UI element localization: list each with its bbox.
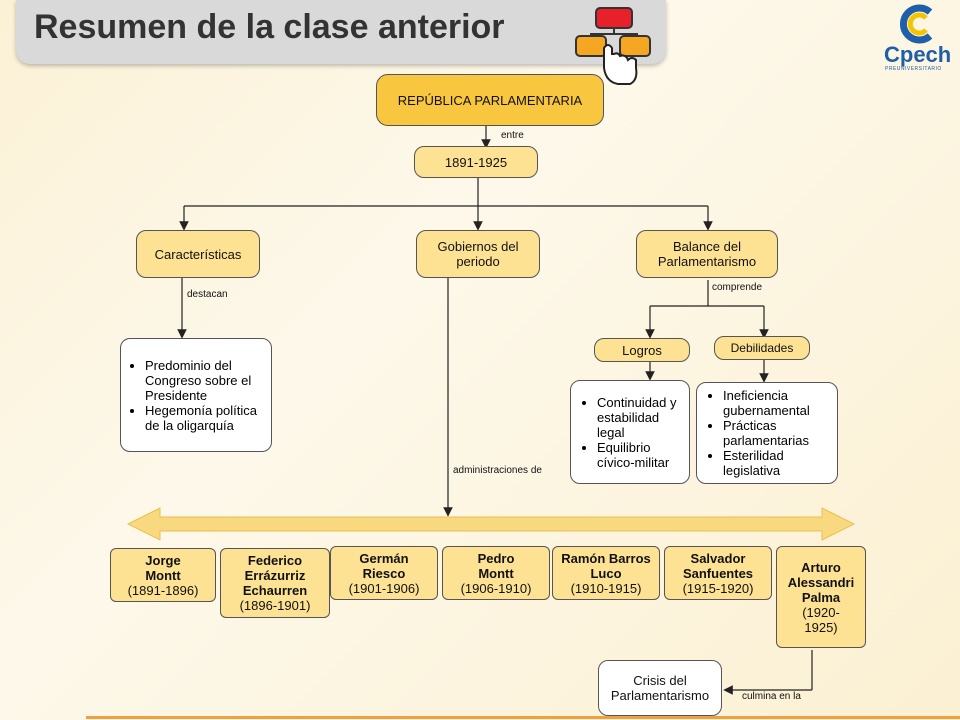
gobiernos-label: Gobiernos del periodo [437,239,519,269]
logros-list: Continuidad y estabilidad legal Equilibr… [570,380,690,484]
logros-label: Logros [622,342,662,358]
president-card: Arturo Alessandri Palma (1920-1925) [776,546,866,648]
label-comprende: comprende [712,282,763,293]
president-years: (1920-1925) [802,604,840,635]
list-item: Hegemonía política de la oligarquía [145,403,271,433]
president-name: Salvador Sanfuentes [682,550,754,581]
debilidades-list: Ineficiencia gubernamental Prácticas par… [696,382,838,484]
logros-node: Logros [594,338,690,362]
president-name: Federico Errázurriz Echaurren [242,553,308,598]
balance-node: Balance del Parlamentarismo [636,230,778,278]
president-years: (1891-1896) [127,582,199,598]
president-years: (1906-1910) [460,580,532,596]
crisis-label: Crisis del Parlamentarismo [610,673,710,703]
president-years: (1910-1915) [570,580,642,596]
president-card: Salvador Sanfuentes (1915-1920) [664,546,772,600]
balance-label: Balance del Parlamentarismo [657,239,757,269]
crisis-node: Crisis del Parlamentarismo [598,660,722,716]
president-card: Germán Riesco (1901-1906) [330,546,438,600]
president-name: Arturo Alessandri Palma [787,559,855,605]
caracteristicas-node: Características [136,230,260,278]
logo-tagline: PREUNIVERSITARIO [885,66,942,72]
root-label: REPÚBLICA PARLAMENTARIA [397,92,583,108]
president-card: Federico Errázurriz Echaurren (1896-1901… [220,548,330,618]
gobiernos-node: Gobiernos del periodo [416,230,540,278]
president-name: Germán Riesco [359,550,409,581]
president-name: Pedro Montt [477,550,515,581]
president-name: Ramón Barros Luco [561,550,651,581]
list-item: Continuidad y estabilidad legal [597,395,689,440]
timeline-arrow [126,507,856,541]
list-item: Equilibrio cívico-militar [597,440,689,470]
caracteristicas-list: Predominio del Congreso sobre el Preside… [120,338,272,452]
logo-name: Cpech [884,42,952,67]
period-label: 1891-1925 [444,154,508,170]
label-destacan: destacan [187,289,228,300]
list-item: Ineficiencia gubernamental [723,388,837,418]
label-culmina: culmina en la [742,691,801,702]
page-title: Resumen de la clase anterior [34,8,505,46]
president-card: Ramón Barros Luco (1910-1915) [552,546,660,600]
president-years: (1896-1901) [239,598,311,613]
cpech-logo-icon [899,4,933,44]
president-card: Pedro Montt (1906-1910) [442,546,550,600]
president-years: (1901-1906) [348,580,420,596]
concept-map-click-icon[interactable] [570,4,660,88]
bottom-accent-line [86,716,960,719]
period-node: 1891-1925 [414,146,538,178]
debilidades-node: Debilidades [714,336,810,360]
label-administraciones: administraciones de [453,465,542,476]
caracteristicas-label: Características [154,246,242,262]
president-card: Jorge Montt (1891-1896) [110,548,216,602]
president-name: Jorge Montt [145,552,181,583]
list-item: Predominio del Congreso sobre el Preside… [145,358,271,403]
title-banner: Resumen de la clase anterior [16,0,666,64]
label-entre: entre [501,130,524,141]
list-item: Prácticas parlamentarias [723,418,837,448]
president-years: (1915-1920) [682,580,754,596]
list-item: Esterilidad legislativa [723,448,837,478]
debilidades-label: Debilidades [730,340,794,355]
root-node: REPÚBLICA PARLAMENTARIA [376,74,604,126]
